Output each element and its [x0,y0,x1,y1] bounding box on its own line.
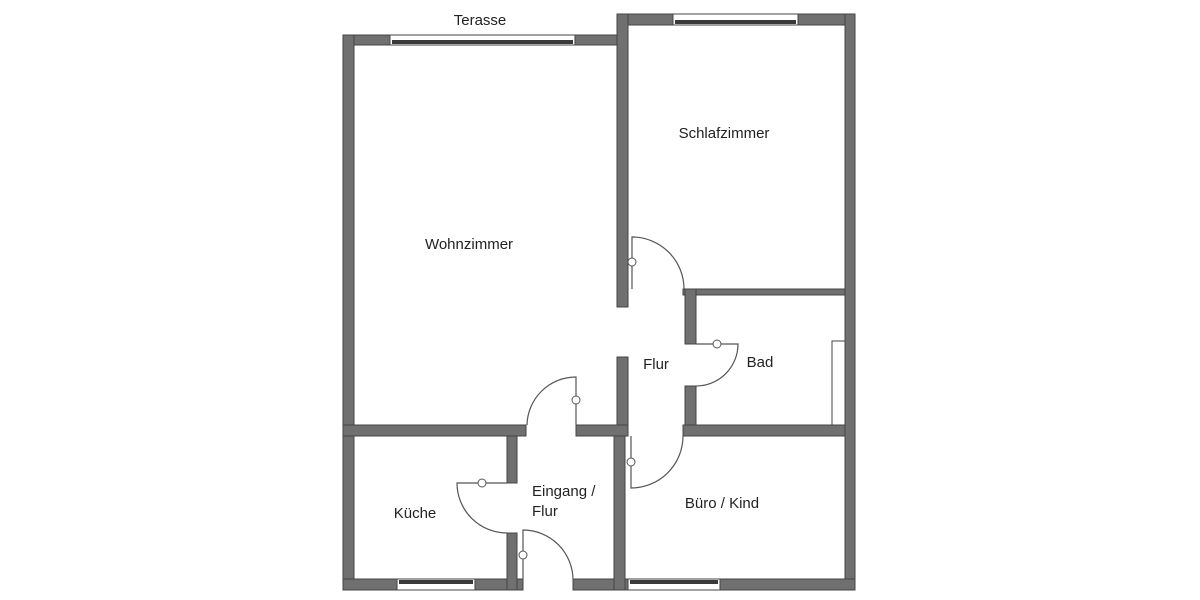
door-bath[interactable] [695,339,739,387]
wall-right [844,13,856,591]
label-bath: Bad [747,354,774,371]
door-handle-icon [518,550,528,560]
label-living: Wohnzimmer [425,236,513,253]
window-bedroom [672,13,799,26]
wall-office-left [613,424,626,591]
doors [456,236,739,581]
label-kitchen: Küche [394,505,437,522]
wall-kitchen-right-lower [506,532,518,591]
wall-kitchen-right-upper [506,435,518,484]
door-entrance[interactable] [518,529,574,581]
wall-bath-left-upper [684,288,697,345]
label-entrance-1: Eingang / [532,483,596,500]
label-office: Büro / Kind [685,495,759,512]
door-bedroom[interactable] [627,236,685,290]
wall-living-bottom-right [575,424,629,437]
door-handle-icon [712,339,722,349]
window-kitchen [396,578,476,591]
wall-hall-segment [616,356,629,437]
wall-bath-bottom [682,424,846,437]
door-handle-icon [626,457,636,467]
wall-living-bedroom [616,13,629,308]
door-handle-icon [571,395,581,405]
room-labels: Terasse Schlafzimmer Wohnzimmer Flur Bad… [394,12,774,522]
bath-shower-partition [831,340,846,426]
wall-living-bottom-left [342,424,527,437]
door-handle-icon [477,478,487,488]
label-hall: Flur [643,356,669,373]
label-bedroom: Schlafzimmer [679,125,770,142]
door-handle-icon [627,257,637,267]
walls [342,13,856,591]
window-office [627,578,721,591]
wall-left [342,34,355,591]
label-terrace: Terasse [454,12,507,29]
windows [389,13,799,591]
wall-bedroom-bath [682,288,846,296]
door-office[interactable] [626,435,684,489]
label-entrance-2: Flur [532,503,558,520]
door-kitchen[interactable] [456,478,508,534]
door-living[interactable] [526,376,581,426]
